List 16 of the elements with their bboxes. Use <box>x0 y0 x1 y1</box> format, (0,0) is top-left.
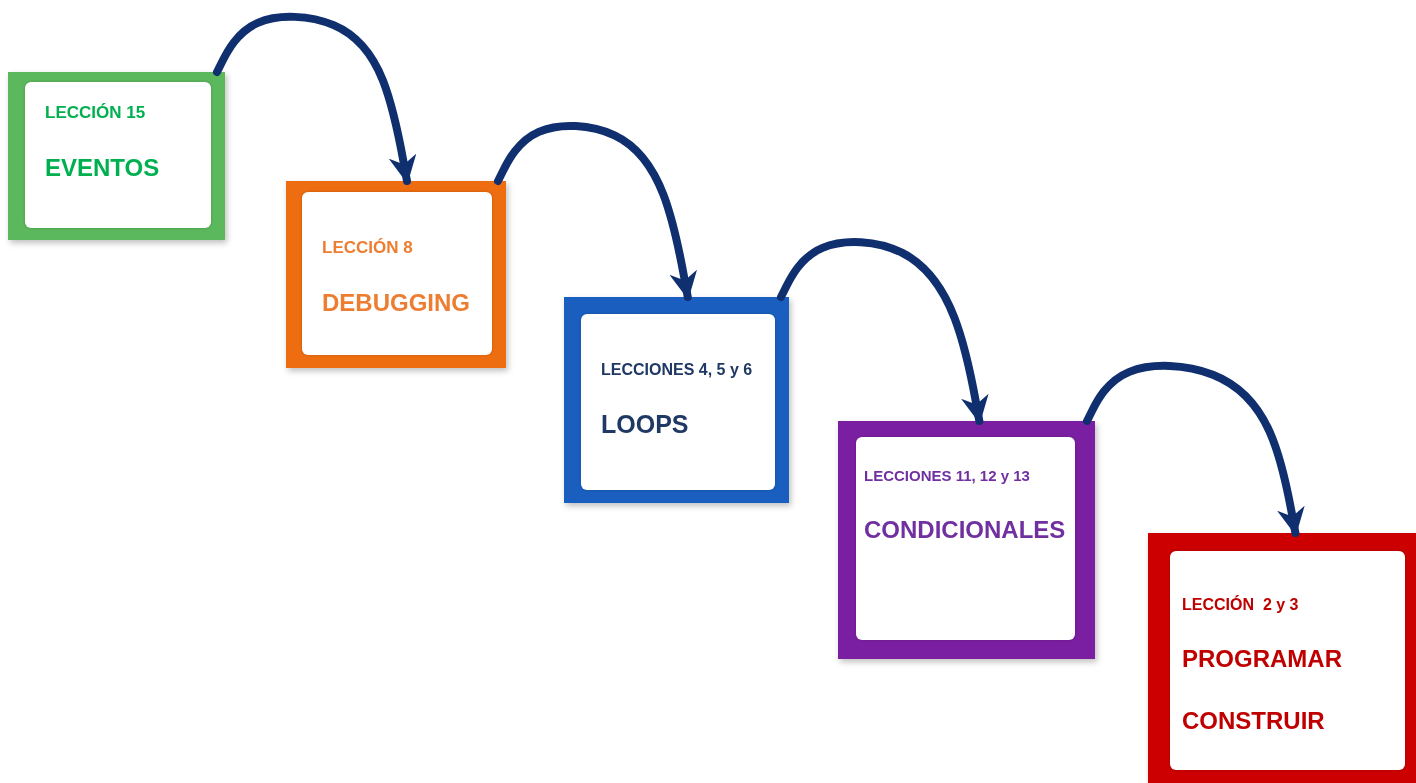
lesson-card <box>838 421 1095 659</box>
topic-title: LOOPS <box>601 410 689 439</box>
lesson-number: LECCIONES 4, 5 y 6 <box>601 361 753 379</box>
topic-title: DEBUGGING <box>322 289 470 317</box>
lesson-card <box>1148 533 1416 783</box>
lesson-card <box>8 72 225 240</box>
lesson-number: LECCIONES 11, 12 y 13 <box>864 468 1030 485</box>
lesson-number: LECCIÓN 2 y 3 <box>1182 596 1299 614</box>
lesson-card <box>564 297 789 503</box>
lesson-number: LECCIÓN 8 <box>322 239 413 258</box>
topic-title: PROGRAMAR <box>1182 645 1342 672</box>
topic-title: EVENTOS <box>45 154 160 182</box>
lesson-number: LECCIÓN 15 <box>45 104 146 123</box>
lesson-card <box>286 181 506 368</box>
topic-title: CONSTRUIR <box>1182 708 1325 735</box>
topic-title: CONDICIONALES <box>864 516 1066 543</box>
